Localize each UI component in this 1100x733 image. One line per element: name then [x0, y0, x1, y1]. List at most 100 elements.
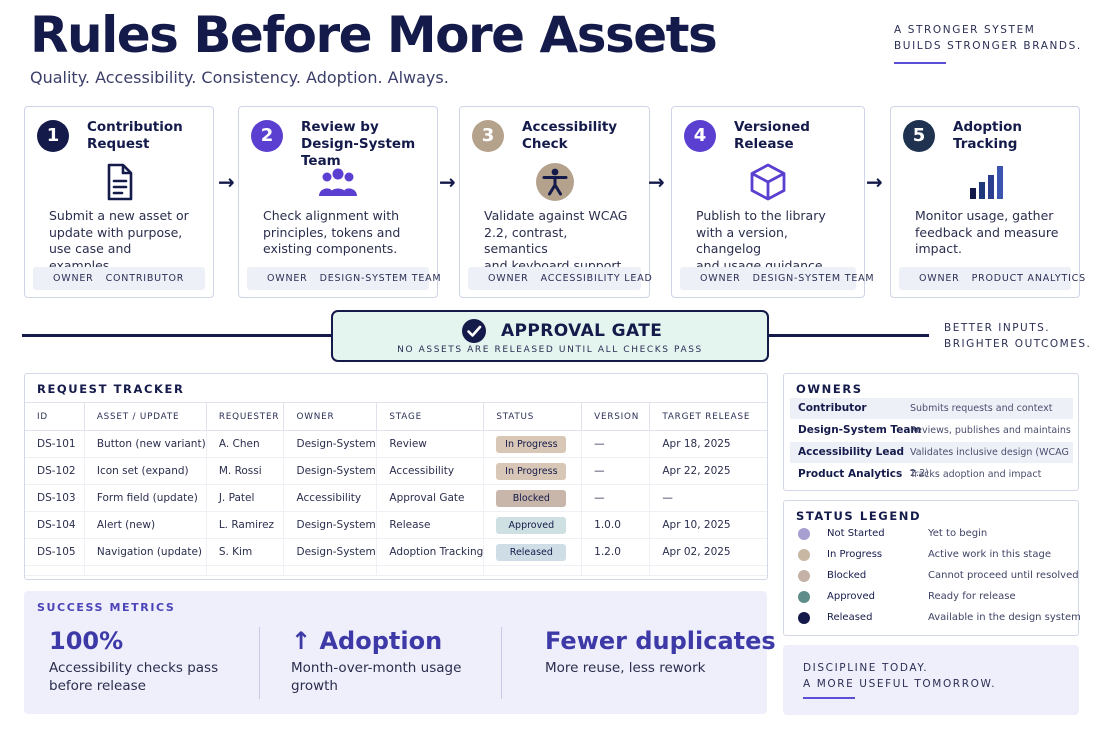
- step-number-badge: 1: [37, 120, 69, 152]
- tagline-accent-bar: [894, 62, 946, 64]
- step-number-badge: 3: [472, 120, 504, 152]
- empty-cell: [649, 565, 767, 576]
- legend-status-description: Available in the design system: [928, 612, 1081, 623]
- column-header: STATUS: [483, 402, 583, 431]
- closing-accent-bar: [803, 697, 855, 699]
- owner-description: Validates inclusive design (WCAG 2.2): [910, 447, 1069, 479]
- cell-asset: Button (new variant): [84, 430, 207, 458]
- metric-value: 100%: [49, 627, 124, 655]
- cell-id: DS-103: [25, 484, 85, 512]
- step-description-line: Submit a new asset or: [49, 208, 189, 223]
- step-number-badge: 2: [251, 120, 283, 152]
- step-title-line: Versioned: [734, 119, 810, 135]
- cell-target: Apr 18, 2025: [649, 430, 767, 458]
- cell-target: —: [649, 484, 767, 512]
- owner-description: Submits requests and context: [910, 403, 1053, 414]
- success-metrics-panel: SUCCESS METRICS 100% Accessibility check…: [24, 591, 776, 714]
- legend-status-name: Not Started: [827, 528, 885, 539]
- owner-label: OWNER: [919, 273, 960, 284]
- legend-status-name: Approved: [827, 591, 875, 602]
- step-description-line: feedback and measure: [915, 224, 1059, 240]
- step-title-line: Design-System Team: [301, 136, 416, 169]
- status-badge: Approved: [496, 516, 567, 534]
- owner-value: ACCESSIBILITY LEAD: [540, 273, 653, 284]
- cell-id: DS-104: [25, 511, 85, 539]
- owner-label: OWNER: [53, 273, 94, 284]
- closing-line-2: A MORE USEFUL TOMORROW.: [803, 678, 997, 690]
- metric-duplicates: Fewer duplicates More reuse, less rework: [545, 627, 776, 677]
- owner-value: DESIGN-SYSTEM TEAM: [752, 273, 875, 284]
- metric-caption-line: growth: [291, 678, 338, 694]
- accessibility-icon: [535, 162, 575, 202]
- empty-cell: [25, 565, 85, 576]
- cell-requester: A. Chen: [206, 430, 285, 458]
- owner-value: DESIGN-SYSTEM TEAM: [319, 273, 442, 284]
- cube-icon: [748, 162, 788, 202]
- legend-status-name: Released: [827, 612, 873, 623]
- cell-requester: L. Ramirez: [206, 511, 285, 539]
- legend-status-name: Blocked: [827, 570, 867, 581]
- cell-version: —: [581, 457, 651, 485]
- metrics-title: SUCCESS METRICS: [37, 601, 176, 614]
- legend-status-description: Cannot proceed until resolved: [928, 570, 1079, 581]
- empty-table-row: [25, 565, 767, 576]
- status-cell: Released: [483, 538, 583, 566]
- cell-owner: Design-System: [283, 457, 378, 485]
- cell-requester: M. Rossi: [206, 457, 285, 485]
- arrow-right-icon: →: [218, 170, 235, 194]
- cell-owner: Design-System: [283, 511, 378, 539]
- metric-caption-line: More reuse, less rework: [545, 660, 706, 676]
- cell-target: Apr 22, 2025: [649, 457, 767, 485]
- column-header: VERSION: [581, 402, 651, 431]
- cell-asset: Alert (new): [84, 511, 207, 539]
- status-badge: Blocked: [496, 489, 567, 507]
- metric-caption: Accessibility checks pass before release: [49, 659, 218, 695]
- metric-value: ↑ Adoption: [291, 627, 443, 655]
- gate-side-note: BETTER INPUTS. BRIGHTER OUTCOMES.: [944, 320, 1091, 352]
- status-badge: Released: [496, 543, 567, 561]
- step-number-badge: 4: [684, 120, 716, 152]
- status-cell: In Progress: [483, 457, 583, 485]
- check-badge-icon: [462, 319, 486, 343]
- step-description-line: Monitor usage, gather: [915, 208, 1054, 223]
- cell-version: 1.0.0: [581, 511, 651, 539]
- cell-id: DS-101: [25, 430, 85, 458]
- cell-stage: Review: [376, 430, 485, 458]
- empty-cell: [283, 565, 378, 576]
- cell-requester: J. Patel: [206, 484, 285, 512]
- page-title: Rules Before More Assets: [30, 6, 718, 64]
- cell-target: Apr 02, 2025: [649, 538, 767, 566]
- owner-label: OWNER: [488, 273, 529, 284]
- gate-line-right: [769, 334, 929, 337]
- step-description-line: update with purpose,: [49, 224, 183, 240]
- column-header: ID: [25, 402, 85, 431]
- owner-name: Contributor: [798, 402, 867, 414]
- empty-cell: [581, 565, 651, 576]
- cell-requester: S. Kim: [206, 538, 285, 566]
- cell-version: —: [581, 484, 651, 512]
- gate-side-line-2: BRIGHTER OUTCOMES.: [944, 338, 1092, 350]
- cell-asset: Form field (update): [84, 484, 207, 512]
- metric-value: Fewer duplicates: [545, 627, 776, 655]
- step-description-line: Validate against WCAG: [484, 208, 628, 223]
- status-dot-icon: [798, 570, 810, 582]
- owner-label: OWNER: [267, 273, 308, 284]
- status-dot-icon: [798, 612, 810, 624]
- arrow-right-icon: →: [866, 170, 883, 194]
- page-subtitle: Quality. Accessibility. Consistency. Ado…: [30, 68, 449, 87]
